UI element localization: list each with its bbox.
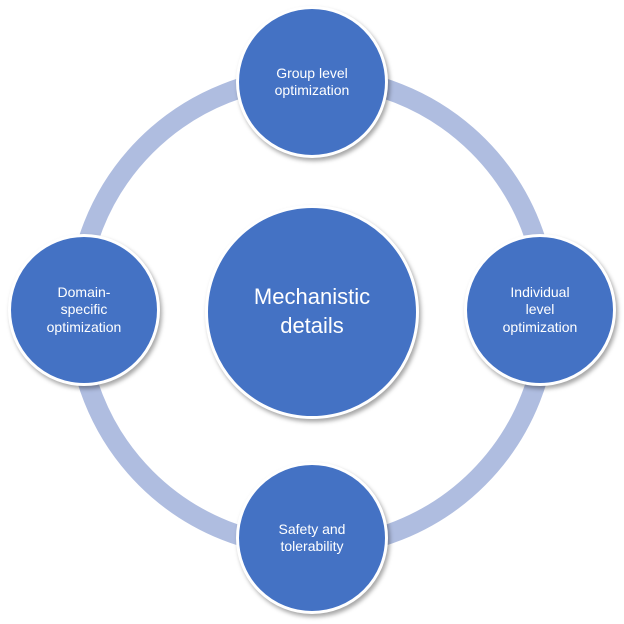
node-domain-specific-optimization-label: Domain- specific optimization — [46, 283, 122, 335]
node-group-level-optimization: Group level optimization — [236, 6, 388, 158]
node-safety-and-tolerability: Safety and tolerability — [236, 462, 388, 614]
node-individual-level-optimization-label: Individual level optimization — [502, 283, 578, 335]
center-node-mechanistic-details: Mechanistic details — [205, 205, 419, 419]
node-individual-level-optimization: Individual level optimization — [464, 234, 616, 386]
node-safety-and-tolerability-label: Safety and tolerability — [278, 520, 346, 555]
center-node-label: Mechanistic details — [253, 284, 371, 338]
node-group-level-optimization-label: Group level optimization — [274, 64, 350, 99]
node-domain-specific-optimization: Domain- specific optimization — [8, 234, 160, 386]
